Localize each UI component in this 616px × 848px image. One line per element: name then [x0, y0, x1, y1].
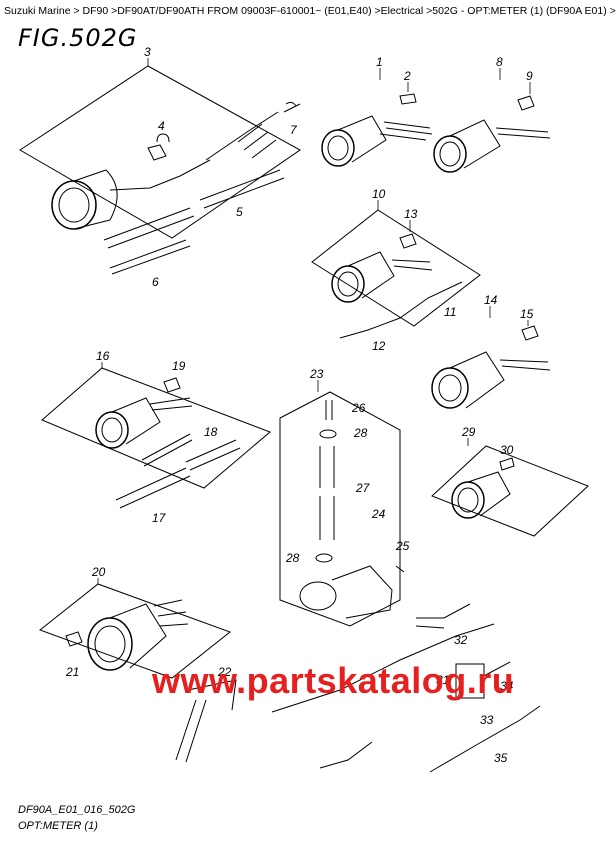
bolt-7 [283, 101, 301, 113]
callout-18: 18 [204, 425, 218, 439]
callout-19: 19 [172, 359, 186, 373]
watermark: www.partskatalog.ru [152, 660, 515, 701]
callout-27: 27 [355, 481, 371, 495]
breadcrumb[interactable]: Suzuki Marine > DF90 >DF90AT/DF90ATH FRO… [4, 5, 616, 17]
group-box-16 [41, 367, 271, 489]
meter-14 [431, 351, 551, 409]
tube-27 [319, 446, 335, 540]
callout-8: 8 [496, 55, 503, 69]
bulb-4 [147, 133, 170, 161]
clamp-28-top [319, 429, 337, 439]
figure-title: FIG.502G [18, 24, 138, 52]
callout-13: 13 [404, 207, 418, 221]
harness-34 [479, 661, 511, 679]
callout-34: 34 [500, 679, 514, 693]
meter-10 [331, 251, 433, 303]
cable-tie-6 [109, 239, 191, 275]
group-box-29 [431, 445, 589, 537]
callout-28b: 28 [285, 551, 300, 565]
callout-32: 32 [454, 633, 468, 647]
callout-1: 1 [376, 55, 383, 69]
group-box-3 [19, 65, 301, 239]
callout-10: 10 [372, 187, 386, 201]
bulb-30 [499, 457, 515, 471]
callout-28a: 28 [353, 426, 368, 440]
harness-32 [415, 603, 471, 629]
cable-tie-18 [141, 433, 193, 467]
footer-drawing-code: DF90A_E01_016_502G [18, 804, 136, 816]
group-box-10 [311, 209, 481, 327]
callout-20: 20 [91, 565, 106, 579]
callout-25: 25 [395, 539, 410, 553]
meter-16 [95, 397, 193, 449]
callout-4: 4 [158, 119, 165, 133]
callout-21: 21 [65, 665, 79, 679]
callout-17: 17 [152, 511, 167, 525]
callout-12: 12 [372, 339, 386, 353]
meter-8 [433, 119, 551, 173]
clamp-28-bottom [315, 553, 333, 563]
callout-16: 16 [96, 349, 110, 363]
harness-31 [271, 623, 495, 713]
bulb-9 [517, 95, 535, 111]
callout-22: 22 [217, 665, 232, 679]
callout-30: 30 [500, 443, 514, 457]
meter-29 [451, 471, 511, 519]
harness-11-12 [339, 281, 463, 339]
bracket-22 [175, 679, 237, 763]
harness-35b [319, 741, 373, 769]
callout-5: 5 [236, 205, 243, 219]
callout-2: 2 [403, 69, 411, 83]
bulb-15 [521, 325, 539, 341]
callout-9: 9 [526, 69, 533, 83]
callout-14: 14 [484, 293, 498, 307]
group-box-20 [38, 583, 232, 679]
callout-23: 23 [309, 367, 324, 381]
group-box-33 [455, 663, 485, 699]
parts-diagram: 1 2 3 4 5 6 7 8 9 10 11 12 13 14 15 16 1… [19, 45, 589, 773]
callout-35: 35 [494, 751, 508, 765]
meter-3 [51, 111, 279, 230]
callout-11: 11 [444, 305, 456, 319]
housing-24 [299, 565, 393, 619]
bulb-19 [163, 377, 181, 393]
callout-7: 7 [290, 123, 298, 137]
group-box-23 [279, 391, 401, 627]
bulb-21 [65, 631, 83, 647]
tube-5 [103, 169, 285, 249]
callout-3: 3 [144, 45, 151, 59]
callout-33: 33 [480, 713, 494, 727]
hose-26 [325, 400, 333, 420]
meter-1 [321, 115, 433, 167]
screw-25 [395, 565, 405, 573]
tube-17 [115, 439, 241, 509]
bulb-2 [399, 93, 417, 105]
callout-24: 24 [371, 507, 386, 521]
bulb-13 [399, 233, 417, 249]
callout-15: 15 [520, 307, 534, 321]
callout-labels: 1 2 3 4 5 6 7 8 9 10 11 12 13 14 15 16 1… [65, 45, 534, 765]
callout-6: 6 [152, 275, 159, 289]
harness-35 [429, 705, 541, 773]
meter-20 [87, 599, 189, 671]
callout-31: 31 [436, 673, 449, 687]
footer-figure-name: OPT:METER (1) [18, 820, 98, 832]
callout-26: 26 [351, 401, 366, 415]
callout-29: 29 [461, 425, 476, 439]
